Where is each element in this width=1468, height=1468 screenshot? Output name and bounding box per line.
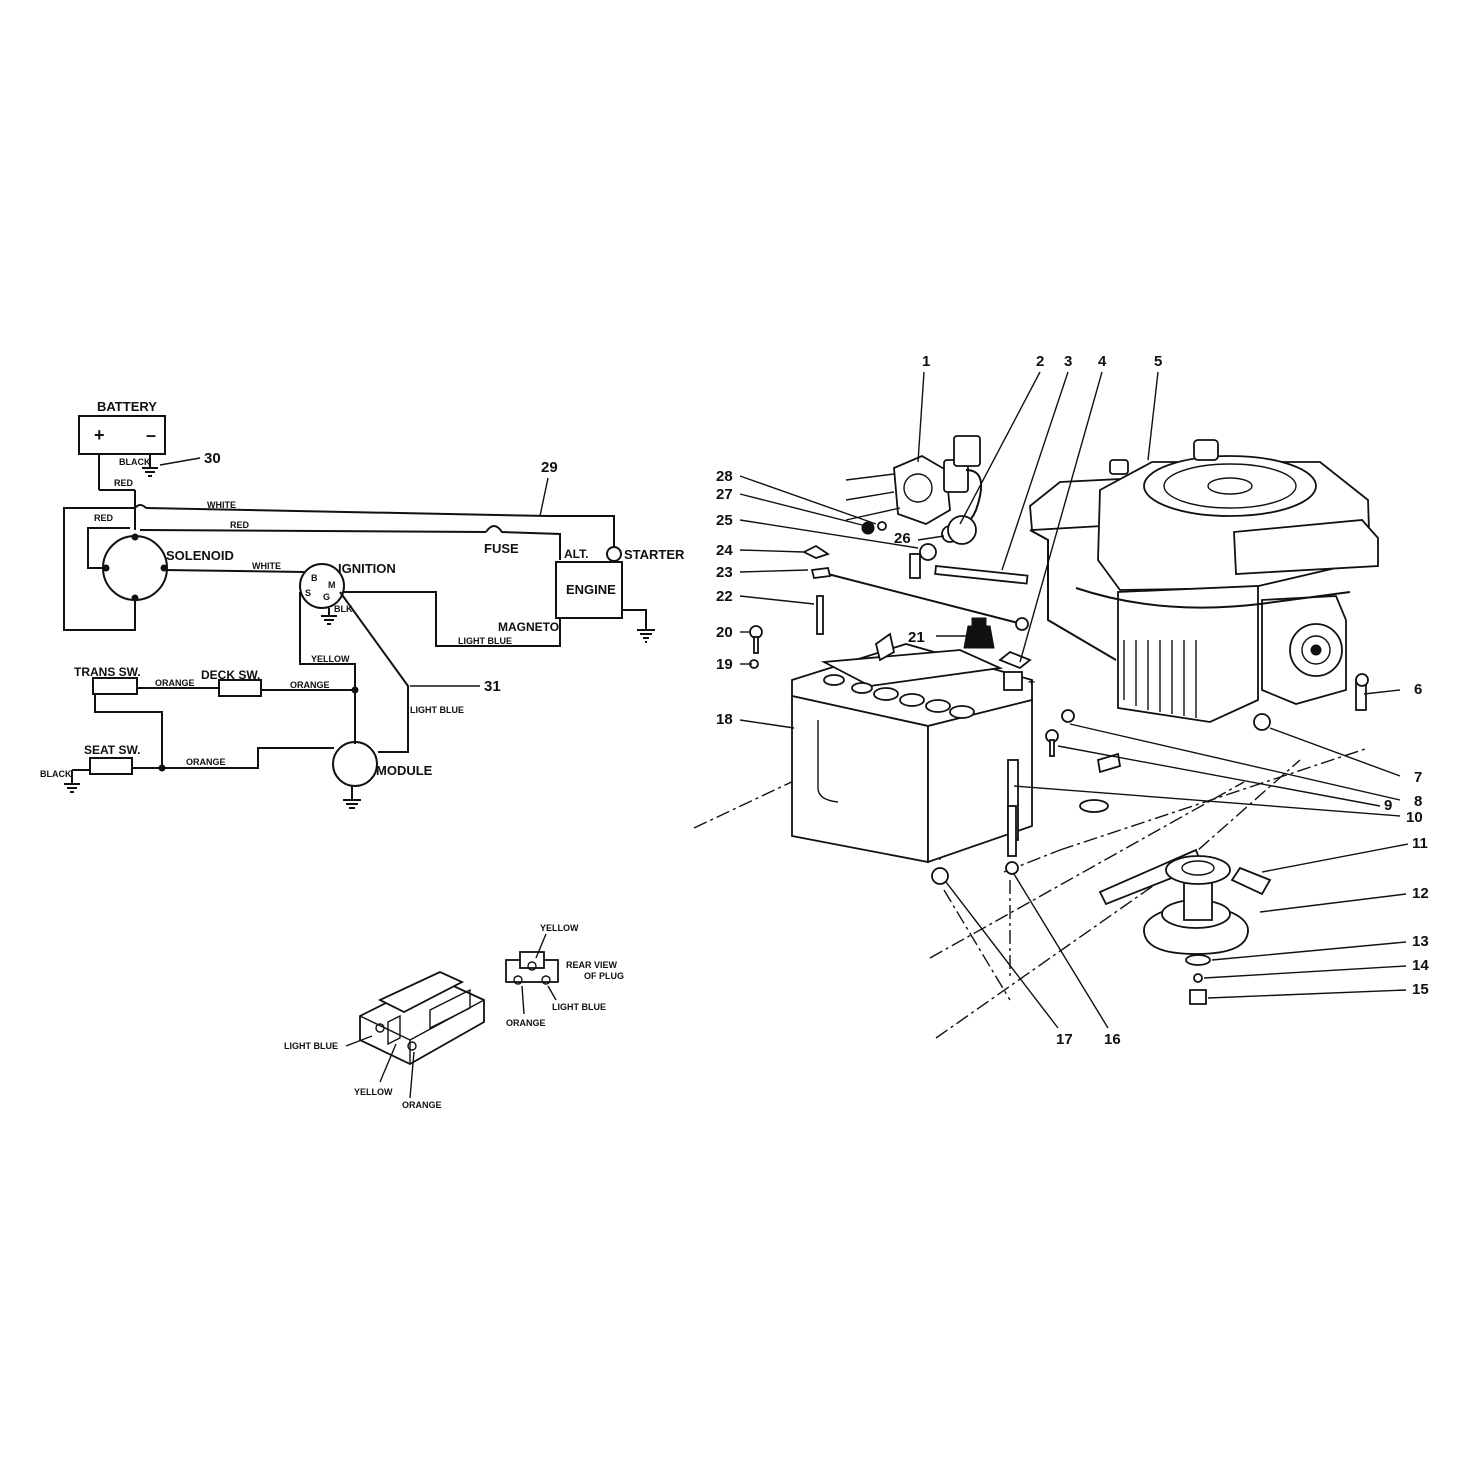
part-callout-10: 10 (1406, 809, 1423, 826)
ignition-switch-part (845, 435, 983, 531)
plug-label-orange-rear: ORANGE (506, 1018, 546, 1028)
wire-label-black-seat: BLACK (40, 769, 72, 779)
part-callout-13: 13 (1412, 933, 1429, 950)
plug-label-light-blue-rear: LIGHT BLUE (552, 1002, 606, 1012)
fuse-label: FUSE (484, 541, 519, 556)
part-callout-12: 12 (1412, 885, 1429, 902)
part-callout-20: 20 (716, 624, 733, 641)
pulley-assembly (1098, 848, 1272, 1005)
wire-label-light-blue-magneto: LIGHT BLUE (458, 636, 512, 646)
part-callout-5: 5 (1154, 353, 1162, 370)
part-callout-28: 28 (716, 468, 733, 485)
plug-label-orange-front: ORANGE (402, 1100, 442, 1110)
wire-label-light-blue-module: LIGHT BLUE (410, 705, 464, 715)
plug-label-light-blue-front: LIGHT BLUE (284, 1041, 338, 1051)
starter-label: STARTER (624, 547, 685, 562)
plug-label-yellow-rear: YELLOW (540, 923, 579, 933)
wire-label-red-fuse: RED (230, 520, 250, 530)
wire-label-red-battery: RED (114, 478, 134, 488)
fuse-symbol (485, 525, 561, 560)
engine-label: ENGINE (566, 582, 616, 597)
ground-icon (343, 786, 361, 809)
part-callout-24: 24 (716, 542, 733, 559)
solenoid-symbol (102, 535, 168, 601)
ground-icon (321, 608, 337, 625)
part-callout-21: 21 (908, 629, 925, 646)
alt-label: ALT. (564, 547, 588, 561)
engine-assembly (1029, 439, 1379, 723)
rear-view-label-line1: REAR VIEW (566, 960, 618, 970)
plug-detail: YELLOW REAR VIEW OF PLUG ORANGE LIGHT BL… (284, 923, 624, 1110)
exploded-parts-view: + (693, 353, 1429, 1048)
wire-label-orange-module: ORANGE (290, 680, 330, 690)
magneto-label: MAGNETO (498, 620, 559, 634)
part-callout-23: 23 (716, 564, 733, 581)
wire-label-white-starter: WHITE (207, 500, 236, 510)
callout-29: 29 (541, 459, 558, 476)
part-callout-8: 8 (1414, 793, 1422, 810)
part-callout-19: 19 (716, 656, 733, 673)
part-callout-15: 15 (1412, 981, 1429, 998)
part-callout-27: 27 (716, 486, 733, 503)
engine-box (555, 561, 623, 619)
wire-label-orange-deck: ORANGE (155, 678, 195, 688)
svg-text:G: G (323, 592, 330, 602)
svg-text:M: M (328, 580, 336, 590)
ground-icon (142, 462, 158, 477)
battery-plus-terminal: + (1028, 675, 1035, 689)
part-callout-4: 4 (1098, 353, 1107, 370)
callout-30: 30 (204, 450, 221, 467)
ignition-label: IGNITION (338, 561, 396, 576)
part-callout-16: 16 (1104, 1031, 1121, 1048)
part-callout-22: 22 (716, 588, 733, 605)
battery-label: BATTERY (97, 399, 157, 414)
deck-switch-label: DECK SW. (201, 668, 260, 682)
ignition-switch-symbol (299, 563, 345, 609)
rear-view-plug (505, 933, 559, 1015)
wire-label-orange-seat: ORANGE (186, 757, 226, 767)
battery-minus-sign: – (146, 425, 156, 445)
callout-31: 31 (484, 678, 501, 695)
deck-switch-symbol (218, 679, 262, 697)
part-callout-3: 3 (1064, 353, 1072, 370)
ground-icon (64, 769, 90, 793)
wire-label-red-solenoid: RED (94, 513, 114, 523)
part-callout-18: 18 (716, 711, 733, 728)
part-callout-11: 11 (1412, 835, 1428, 852)
part-callout-6: 6 (1414, 681, 1422, 698)
cylinder-fins (1123, 640, 1197, 718)
seat-switch-label: SEAT SW. (84, 743, 140, 757)
wire-label-white-ignition: WHITE (252, 561, 281, 571)
wire-label-yellow: YELLOW (311, 654, 350, 664)
part-callout-14: 14 (1412, 957, 1429, 974)
plug-label-yellow-front: YELLOW (354, 1087, 393, 1097)
wiring-schematic: BATTERY + – RED BLACK 30 SOLENOID RED W (40, 399, 685, 809)
starter-symbol (606, 546, 622, 562)
module-symbol (332, 741, 378, 787)
part-callout-1: 1 (922, 353, 930, 370)
module-label: MODULE (376, 763, 433, 778)
battery-part: + (791, 632, 1035, 864)
part-callout-26: 26 (894, 530, 911, 547)
part-callout-7: 7 (1414, 769, 1422, 786)
wire-label-black-battery: BLACK (119, 457, 151, 467)
battery-plus-sign: + (94, 425, 105, 445)
ground-icon (637, 629, 655, 643)
svg-text:B: B (311, 573, 318, 583)
part-callout-9: 9 (1384, 797, 1392, 814)
part-callout-2: 2 (1036, 353, 1044, 370)
part-callout-17: 17 (1056, 1031, 1073, 1048)
seat-switch-symbol (89, 757, 133, 775)
wire-label-blk: BLK (334, 604, 353, 614)
rear-view-label-line2: OF PLUG (584, 971, 624, 981)
solenoid-label: SOLENOID (166, 548, 234, 563)
battery-symbol (78, 415, 166, 455)
leader-lines (739, 371, 1409, 1029)
trans-switch-label: TRANS SW. (74, 665, 141, 679)
trans-switch-symbol (92, 677, 138, 695)
part-callout-25: 25 (716, 512, 733, 529)
svg-text:S: S (305, 588, 311, 598)
connector-plug (345, 971, 485, 1099)
